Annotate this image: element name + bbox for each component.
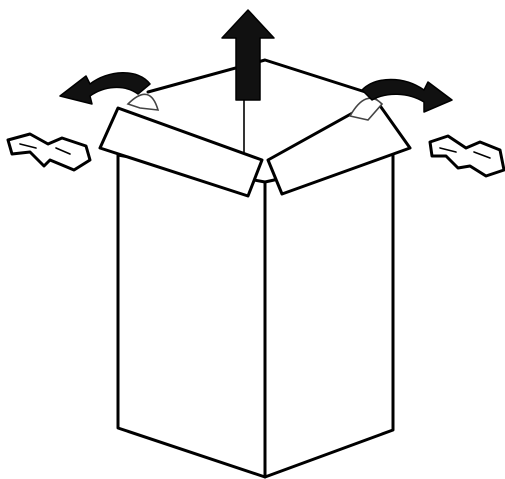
box-right-panel [265,154,393,477]
crumpled-paper-icon [8,134,90,170]
arrow-up-icon [222,10,274,100]
box-back-rim [148,60,378,96]
box-left-panel [118,155,265,477]
crumpled-paper-icon [430,136,504,176]
left-flap-motion-ghost [128,94,158,110]
